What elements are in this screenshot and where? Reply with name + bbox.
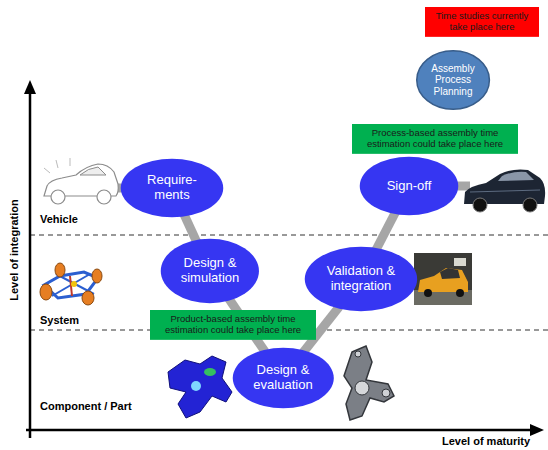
node-text-group: Design & evaluation [249, 363, 317, 393]
chassis-illustration [82, 291, 94, 305]
stage-ellipse: Design & simulation [160, 238, 260, 304]
vehicle-sketch [51, 190, 65, 204]
band-label: System [40, 314, 79, 326]
axis [29, 92, 32, 438]
node-text-group: Require- ments [144, 173, 200, 203]
box-fill [425, 7, 539, 37]
node-text-group: Process-based assembly time estimation c… [358, 128, 512, 150]
v-connector [376, 212, 396, 250]
component-illustration [191, 381, 201, 391]
component-illustration [204, 368, 216, 376]
v-connector [184, 214, 197, 242]
crash-test-photo [414, 253, 472, 305]
stage-ellipse: Design & evaluation [232, 347, 335, 409]
note-box: Process-based assembly time estimation c… [352, 124, 518, 154]
crash-test-photo [440, 268, 460, 279]
vehicle-sketch [44, 168, 50, 173]
node-text-group: Product-based assembly time estimation c… [156, 314, 310, 336]
stage-ellipse: Validation & integration [304, 246, 418, 312]
crash-test-photo [418, 268, 468, 292]
node-text-group: Time studies currently take place here [431, 11, 533, 33]
ellipse-fill [121, 159, 224, 218]
axis [24, 80, 544, 438]
vehicle-sketch [44, 158, 130, 204]
node-text: Require- ments [144, 173, 200, 203]
node-text: Assembly Process Planning [429, 63, 477, 98]
component-illustration [168, 356, 232, 418]
chassis-illustration [40, 284, 52, 300]
chassis-illustration [70, 276, 72, 296]
knuckle-illustration [355, 351, 361, 357]
stage-ellipse: Sign-off [359, 156, 459, 216]
car-photo [455, 170, 545, 213]
ellipse-fill [305, 247, 417, 312]
stage-ellipse: Require- ments [120, 158, 224, 218]
car-photo [473, 198, 487, 212]
vehicle-sketch [70, 158, 71, 166]
band-label: Vehicle [40, 213, 78, 225]
vehicle-sketch [56, 160, 58, 168]
node-text-group: Assembly Process Planning [429, 63, 477, 98]
node-text: Design & simulation [177, 256, 243, 286]
axis-title: Level of integration [8, 199, 20, 300]
ellipse-fill [161, 239, 259, 304]
note-box: Time studies currently take place here [425, 7, 539, 37]
car-photo [498, 172, 534, 181]
car-photo [470, 190, 540, 192]
axis [530, 424, 544, 436]
ellipse-fill [232, 348, 333, 409]
node-text-group: Sign-off [387, 179, 432, 194]
ellipse-fill [360, 157, 459, 216]
chassis-illustration [71, 281, 77, 287]
vehicle-sketch [97, 190, 111, 204]
note-box: Product-based assembly time estimation c… [150, 310, 316, 340]
crash-test-photo [424, 289, 432, 297]
chassis-illustration [55, 263, 65, 277]
crash-test-photo [414, 253, 472, 305]
node-text: Design & evaluation [249, 363, 317, 393]
component-illustration [168, 356, 232, 418]
crash-test-photo [414, 290, 472, 305]
box-fill [150, 310, 316, 340]
node-text: Sign-off [387, 179, 432, 194]
ellipse-fill [417, 51, 490, 110]
crash-test-photo [456, 289, 464, 297]
vehicle-sketch [80, 167, 106, 175]
band-divider [30, 235, 548, 236]
crash-test-photo [454, 258, 466, 266]
knuckle-illustration [355, 381, 369, 395]
node-text: Time studies currently take place here [431, 11, 533, 33]
axis [26, 429, 532, 432]
chassis-illustration [40, 263, 102, 305]
axis [24, 80, 36, 94]
car-photo [523, 198, 537, 212]
node-text-group: Design & simulation [177, 256, 243, 286]
node-text-group: Validation & integration [323, 264, 399, 294]
band-label: Component / Part [40, 400, 132, 412]
axis-title: Level of maturity [442, 435, 530, 447]
box-fill [352, 124, 518, 154]
knuckle-illustration [344, 346, 394, 420]
knuckle-illustration [382, 389, 390, 397]
node-text: Process-based assembly time estimation c… [358, 128, 512, 150]
stage-ellipse: Assembly Process Planning [416, 50, 490, 110]
chassis-illustration [92, 269, 102, 283]
knuckle-illustration [344, 346, 394, 420]
node-text: Validation & integration [323, 264, 399, 294]
node-text: Product-based assembly time estimation c… [156, 314, 310, 336]
